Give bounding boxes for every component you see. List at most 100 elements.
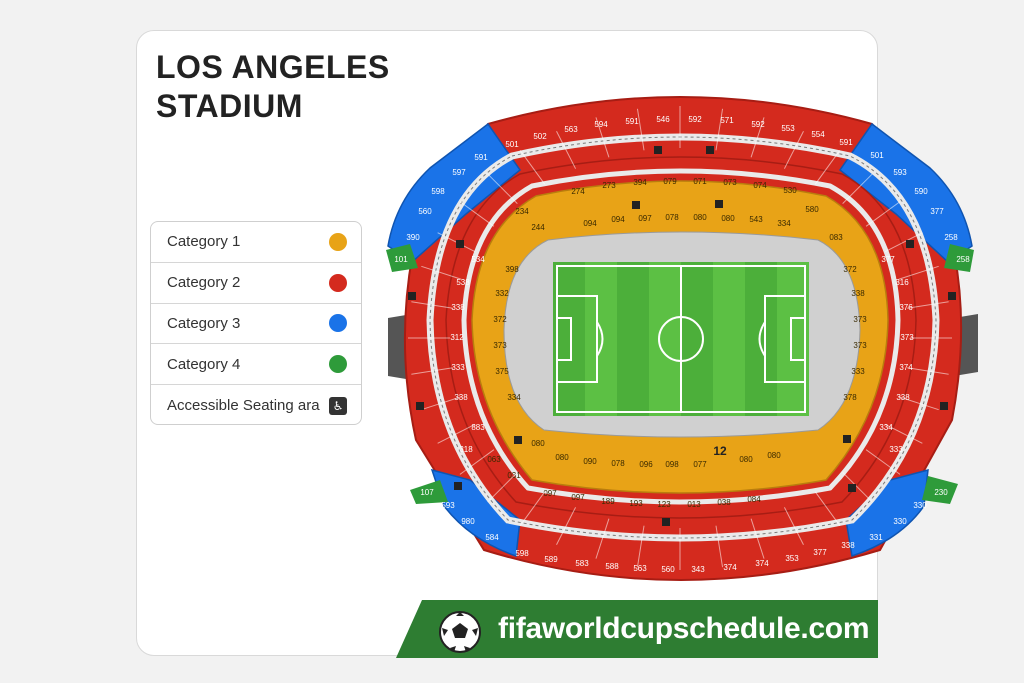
section-label: 080 bbox=[739, 455, 753, 464]
section-divider bbox=[783, 131, 804, 169]
section-label: 560 bbox=[418, 207, 432, 216]
section-label: 274 bbox=[571, 187, 585, 196]
section-label: 189 bbox=[601, 497, 615, 506]
wheelchair-icon: ♿ bbox=[329, 396, 347, 415]
section-divider bbox=[595, 518, 610, 559]
banner-website-text: fifaworldcupschedule.com bbox=[498, 612, 870, 645]
section-label: 080 bbox=[555, 453, 569, 462]
section-label: 334 bbox=[879, 423, 893, 432]
football-pitch bbox=[553, 262, 809, 416]
blue-corner-top-left bbox=[387, 122, 522, 263]
section-divider bbox=[884, 232, 923, 253]
legend-row-category-3: Category 3 bbox=[151, 304, 361, 345]
section-label: 338 bbox=[896, 393, 910, 402]
legend-label: Category 2 bbox=[167, 274, 241, 292]
legend-row-accessible: Accessible Seating ara ♿ bbox=[151, 385, 361, 424]
category-legend: Category 1 Category 2 Category 3 Categor… bbox=[150, 221, 362, 425]
section-label: 398 bbox=[505, 265, 519, 274]
section-label: 593 bbox=[893, 168, 907, 177]
section-label: 374 bbox=[723, 563, 737, 572]
section-label: 230 bbox=[934, 488, 948, 497]
section-label: 597 bbox=[452, 168, 466, 177]
section-divider bbox=[487, 173, 518, 205]
section-divider bbox=[865, 201, 901, 227]
section-label: 590 bbox=[914, 187, 928, 196]
section-divider bbox=[519, 150, 546, 185]
section-label: 318 bbox=[459, 445, 473, 454]
section-label: 592 bbox=[751, 120, 765, 129]
section-label: 080 bbox=[721, 214, 735, 223]
section-label: 273 bbox=[602, 181, 616, 190]
soccer-ball-icon bbox=[439, 611, 481, 653]
section-label: 553 bbox=[781, 124, 795, 133]
section-label: 353 bbox=[785, 554, 799, 563]
inner-concourse bbox=[461, 168, 901, 505]
legend-row-category-2: Category 2 bbox=[151, 263, 361, 304]
blue-corner-bottom-right bbox=[845, 468, 929, 557]
section-divider bbox=[783, 507, 804, 545]
section-dividers bbox=[408, 106, 952, 570]
green-corner-bottom-left bbox=[410, 480, 448, 504]
section-label: 234 bbox=[515, 207, 529, 216]
section-label: 094 bbox=[583, 219, 597, 228]
section-label: 013 bbox=[687, 500, 701, 509]
section-label: 077 bbox=[693, 460, 707, 469]
section-divider bbox=[907, 367, 949, 375]
section-divider bbox=[884, 423, 923, 444]
legend-row-category-4: Category 4 bbox=[151, 344, 361, 386]
section-divider bbox=[865, 449, 901, 475]
legend-label: Accessible Seating ara bbox=[167, 397, 320, 415]
section-divider bbox=[411, 301, 453, 309]
section-divider bbox=[556, 131, 577, 169]
green-corner-bottom-right bbox=[922, 476, 958, 504]
section-label: 090 bbox=[583, 457, 597, 466]
section-divider bbox=[459, 201, 495, 227]
section-label: 377 bbox=[813, 548, 827, 557]
section-label: 376 bbox=[899, 303, 913, 312]
brand-banner bbox=[396, 600, 878, 658]
category-4-dot-icon bbox=[329, 355, 347, 374]
section-label: 374 bbox=[899, 363, 913, 372]
section-divider bbox=[487, 471, 518, 503]
section-label: 074 bbox=[753, 181, 767, 190]
section-divider bbox=[842, 471, 873, 503]
section-label: 543 bbox=[749, 215, 763, 224]
section-label: 258 bbox=[956, 255, 970, 264]
stadium-title: LOS ANGELES STADIUM bbox=[156, 48, 456, 126]
section-divider bbox=[907, 301, 949, 309]
section-label: 079 bbox=[663, 177, 677, 186]
section-divider bbox=[636, 108, 645, 151]
access-markers bbox=[408, 146, 956, 526]
section-label: 193 bbox=[629, 499, 643, 508]
section-divider bbox=[437, 423, 476, 444]
section-divider bbox=[814, 150, 841, 185]
section-divider bbox=[421, 265, 462, 280]
section-label: 502 bbox=[533, 132, 547, 141]
section-label: 373 bbox=[853, 341, 867, 350]
section-label: 080 bbox=[693, 213, 707, 222]
section-label: 571 bbox=[720, 116, 734, 125]
section-label: 538 bbox=[456, 278, 470, 287]
section-label: 333 bbox=[851, 367, 865, 376]
section-label: 584 bbox=[485, 533, 499, 542]
section-label: 080 bbox=[531, 439, 545, 448]
section-label: 343 bbox=[691, 565, 705, 574]
section-label: 594 bbox=[594, 120, 608, 129]
section-label: 372 bbox=[493, 315, 507, 324]
section-divider bbox=[898, 265, 939, 280]
title-line-2: STADIUM bbox=[156, 88, 303, 124]
legend-label: Category 1 bbox=[167, 233, 241, 251]
section-divider bbox=[750, 518, 765, 559]
section-label: 107 bbox=[420, 488, 434, 497]
section-label: 084 bbox=[747, 495, 761, 504]
section-divider bbox=[750, 117, 765, 158]
section-label: 563 bbox=[633, 564, 647, 573]
section-label: 598 bbox=[431, 187, 445, 196]
blue-corner-bottom-left bbox=[430, 468, 521, 558]
section-label: 373 bbox=[900, 333, 914, 342]
section-label: 501 bbox=[505, 140, 519, 149]
section-label: 123 bbox=[657, 500, 671, 509]
section-divider bbox=[715, 525, 724, 568]
